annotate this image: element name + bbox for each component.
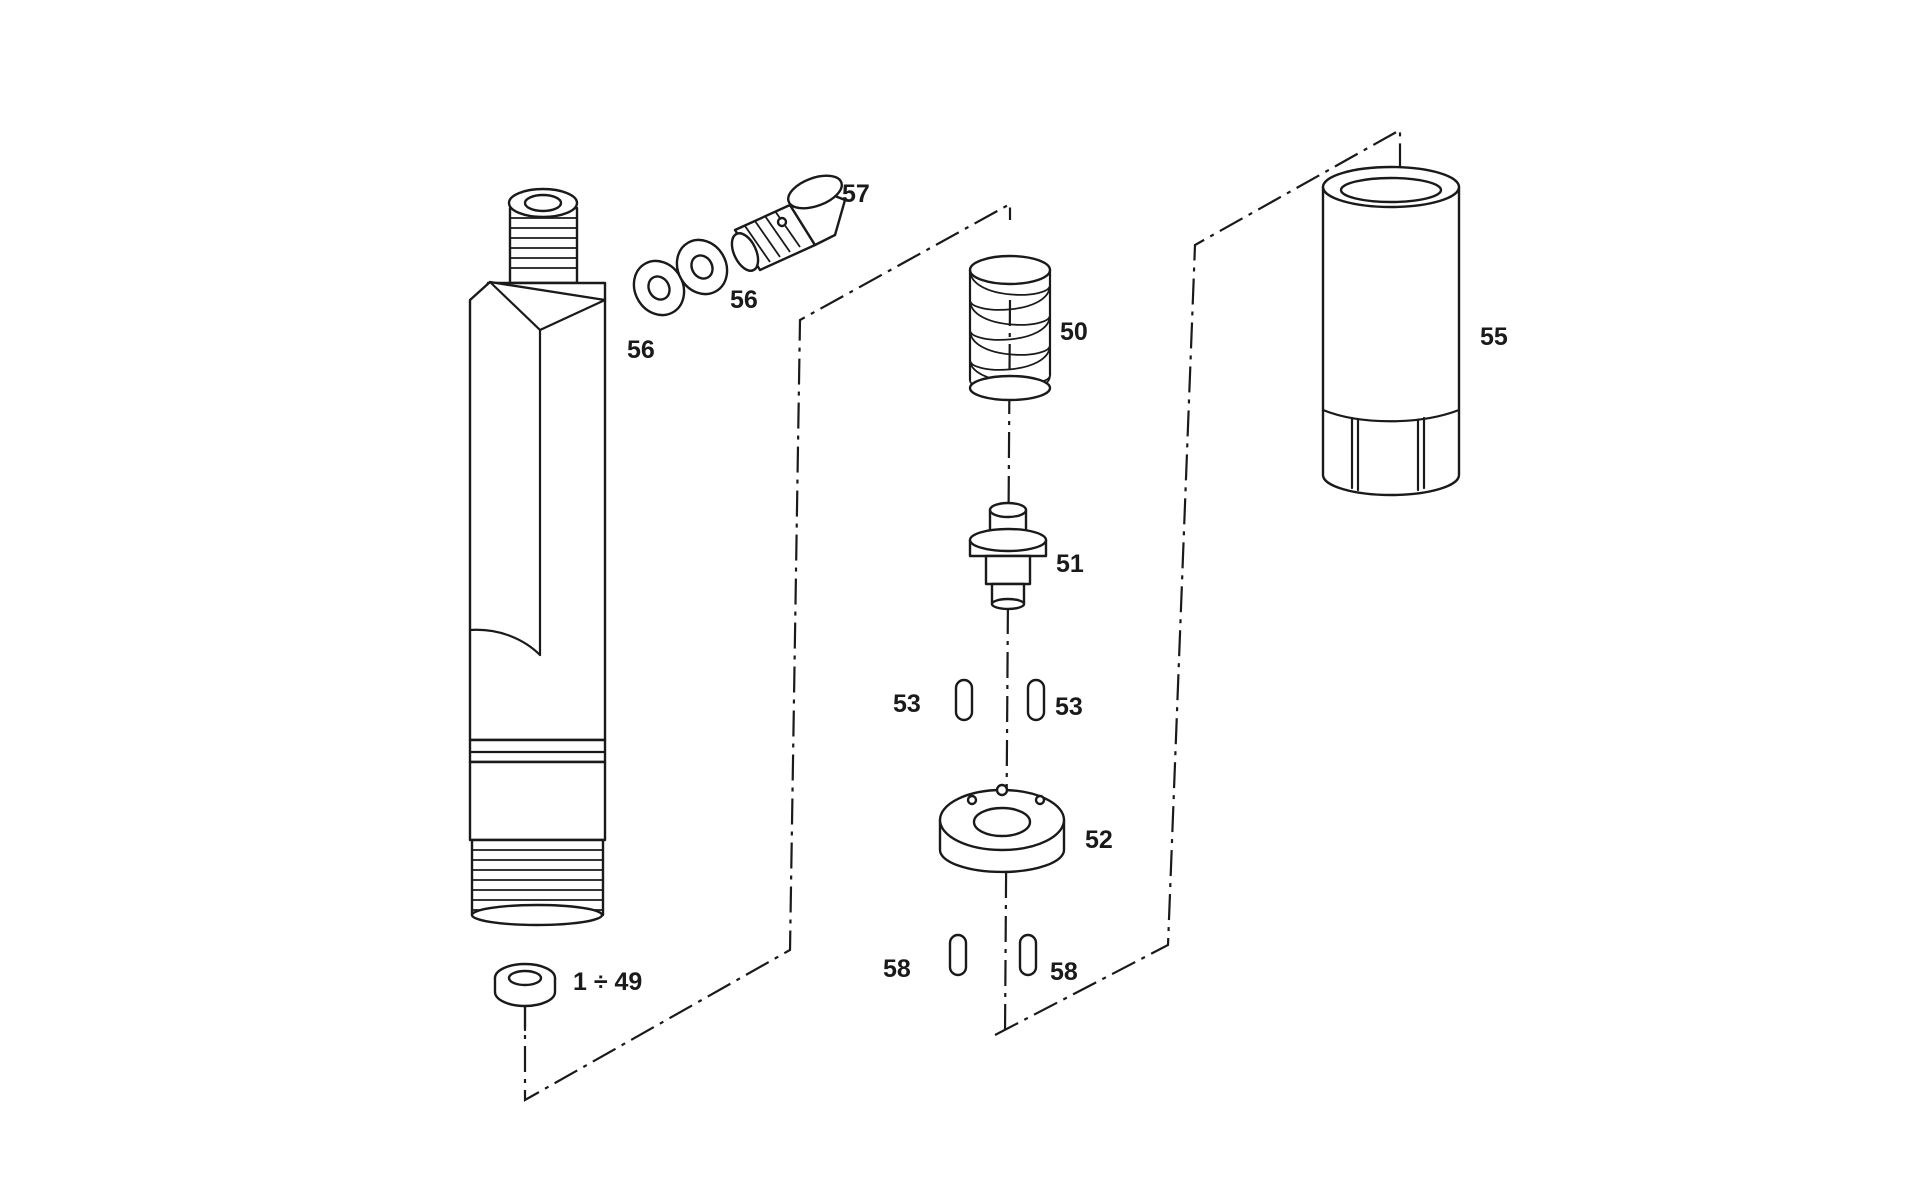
pressure-pin-51 [968,501,1048,611]
sealing-washer-56-a [632,259,686,317]
label-57: 57 [842,180,870,208]
callout-labels: 57 56 56 50 55 51 53 53 52 58 58 1 ÷ 49 [573,180,1508,996]
spring-50 [968,254,1052,402]
label-58-b: 58 [1050,958,1078,986]
shim-washer-1-49 [493,962,557,1032]
label-56-b: 56 [730,286,758,314]
label-1-49: 1 ÷ 49 [573,968,642,996]
dowel-pin-58-a [948,933,968,977]
label-50: 50 [1060,318,1088,346]
label-55: 55 [1480,323,1508,351]
label-51: 51 [1056,550,1084,578]
label-58-a: 58 [883,955,911,983]
dowel-pin-53-a [954,678,974,722]
intermediate-disc-52 [938,783,1066,874]
assembly-lines [523,128,1402,1102]
sealing-washer-56-b [675,238,729,296]
dowel-pin-53-b [1026,678,1046,722]
injector-holder-body [468,187,607,927]
banjo-bolt-57 [730,174,847,272]
label-53-b: 53 [1055,693,1083,721]
assembly-line-center [1003,299,1012,1036]
dowel-pin-58-b [1018,933,1038,977]
label-53-a: 53 [893,690,921,718]
label-52: 52 [1085,826,1113,854]
assembly-line-right [994,128,1402,1036]
assembly-line-left [523,202,1012,1102]
nozzle-retaining-nut-55 [1321,165,1461,497]
label-56-a: 56 [627,336,655,364]
